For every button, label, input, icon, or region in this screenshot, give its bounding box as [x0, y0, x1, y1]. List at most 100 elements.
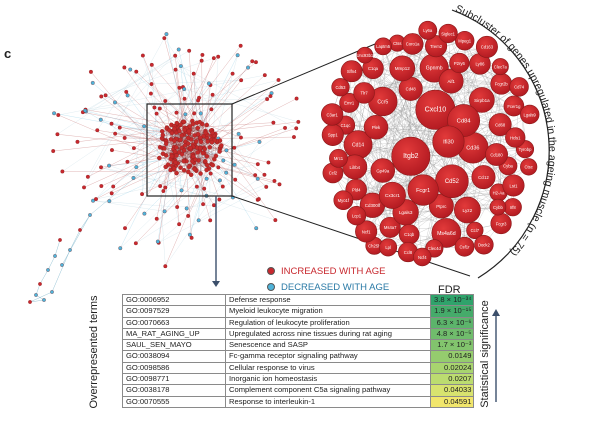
network-node — [107, 199, 112, 204]
network-edge — [175, 69, 184, 122]
fdr-cell: 0.04033 — [429, 384, 475, 397]
gene-node — [475, 35, 498, 58]
gene-label: Cd53 — [336, 85, 347, 90]
gene-label: Ccl12 — [478, 175, 489, 180]
gene-label: Lgals9 — [524, 112, 537, 117]
significance-arrowhead — [492, 309, 500, 316]
network-node — [131, 176, 136, 180]
network-edge — [343, 46, 488, 201]
gene-label: Cd180 — [490, 152, 503, 157]
network-edge — [142, 55, 172, 125]
gene-node — [469, 87, 495, 113]
network-node — [123, 226, 127, 231]
gene-node — [353, 82, 375, 104]
network-node — [202, 146, 207, 152]
gene-node — [370, 158, 396, 183]
network-node — [140, 53, 145, 58]
term-description-cell: Regulation of leukocyte proliferation — [225, 316, 431, 329]
network-node — [154, 111, 159, 116]
term-description-cell: Fc-gamma receptor signaling pathway — [225, 350, 431, 363]
gene-node — [455, 31, 475, 51]
network-edge — [101, 155, 177, 168]
network-node — [53, 254, 57, 258]
network-node — [210, 130, 215, 136]
network-node — [171, 166, 177, 171]
network-node — [118, 246, 123, 251]
network-node — [195, 131, 201, 137]
network-edge — [87, 138, 163, 177]
network-node — [257, 139, 262, 144]
network-node — [164, 32, 169, 37]
network-node — [219, 143, 224, 148]
gene-label: Ms4a7 — [384, 225, 397, 230]
network-node — [294, 126, 299, 131]
network-node — [122, 135, 127, 140]
network-edge — [87, 38, 165, 177]
gene-label: Mpeg1 — [458, 39, 471, 44]
network-edge — [177, 205, 214, 208]
network-node — [186, 164, 192, 170]
network-node — [200, 52, 205, 57]
gene-node — [425, 35, 448, 58]
legend-increased: INCREASED WITH AGE — [267, 266, 386, 277]
network-node — [42, 298, 46, 302]
network-node — [196, 98, 201, 103]
network-node — [162, 209, 167, 214]
fdr-cell: 0.04591 — [429, 395, 475, 408]
network-edge — [158, 186, 267, 243]
network-node — [162, 36, 167, 41]
network-node — [206, 81, 211, 86]
gene-label: Hcls1 — [510, 135, 521, 140]
network-node — [183, 112, 188, 117]
gene-label: Fcgr2b — [495, 82, 509, 87]
gene-label: Lpl — [385, 245, 391, 250]
network-nodes — [28, 32, 301, 304]
network-node — [296, 119, 301, 124]
network-edge — [141, 168, 195, 195]
network-node — [164, 153, 169, 158]
term-id-cell: GO:0038178 — [122, 384, 226, 397]
network-node — [204, 154, 210, 159]
network-node — [131, 146, 136, 151]
gene-node — [391, 136, 431, 176]
network-edge — [135, 179, 236, 244]
network-node — [60, 263, 64, 267]
network-edge — [29, 291, 53, 303]
legend-blue-dot-icon — [267, 283, 275, 292]
network-node — [173, 53, 178, 58]
network-node — [217, 197, 222, 202]
network-node — [169, 153, 175, 159]
network-node — [181, 158, 187, 164]
network-edge — [366, 231, 435, 249]
network-node — [177, 85, 182, 90]
gene-node — [449, 52, 470, 74]
network-edge — [202, 61, 253, 125]
network-node — [178, 165, 183, 170]
network-node — [174, 110, 179, 115]
network-node — [239, 78, 244, 83]
network-edge — [388, 209, 468, 248]
network-node — [161, 189, 166, 193]
network-node — [236, 131, 241, 136]
network-node — [134, 69, 139, 74]
subcluster-zoom: Ms4a7Ccl12Ccl2GpnmbSirpb1aCxcl10Ccr5Ctss… — [320, 20, 540, 267]
network-edge — [441, 165, 509, 207]
network-edge — [85, 110, 163, 132]
network-node — [254, 226, 259, 231]
network-edge — [214, 159, 257, 229]
network-node — [262, 73, 267, 78]
network-edge — [135, 168, 210, 244]
network-node — [216, 165, 221, 170]
network-edge — [165, 164, 235, 267]
network-node — [195, 125, 201, 131]
network-node — [232, 145, 237, 150]
fdr-cell: 6.3 × 10⁻⁶ — [429, 316, 475, 329]
term-description-cell: Upregulated across nine tissues during r… — [225, 327, 431, 341]
network-edge — [113, 132, 173, 187]
network-node — [56, 113, 61, 117]
gene-label: Slfn4 — [347, 69, 357, 74]
gene-node — [401, 33, 424, 55]
network-node — [255, 162, 260, 167]
